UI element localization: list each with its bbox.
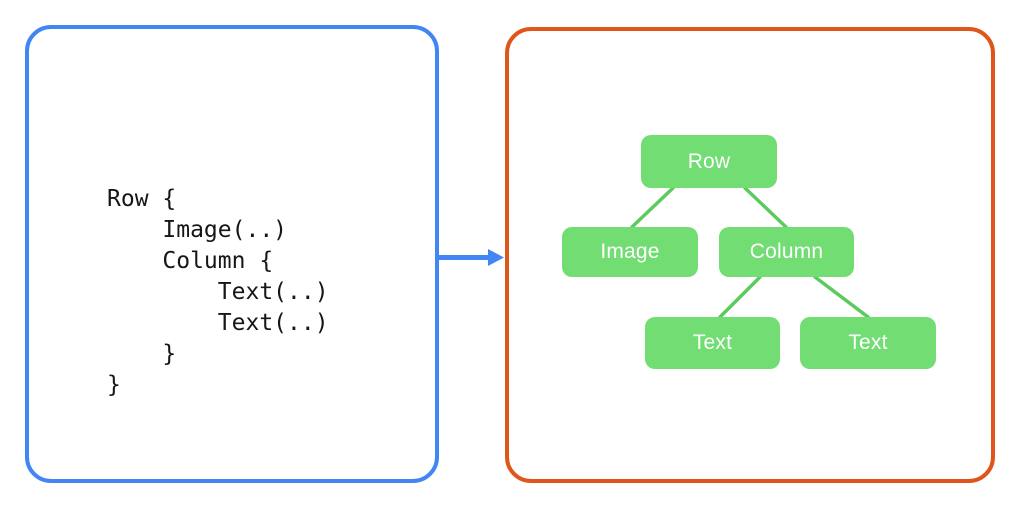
tree-node-image[interactable]: Image: [562, 227, 698, 277]
tree-node-text-2[interactable]: Text: [800, 317, 936, 369]
code-snippet: Row { Image(..) Column { Text(..) Text(.…: [107, 186, 329, 398]
arrow-right-icon: [438, 249, 504, 266]
code-panel: Row { Image(..) Column { Text(..) Text(.…: [25, 25, 439, 483]
tree-node-text-1[interactable]: Text: [645, 317, 780, 369]
tree-node-row[interactable]: Row: [641, 135, 777, 188]
tree-node-column[interactable]: Column: [719, 227, 854, 277]
